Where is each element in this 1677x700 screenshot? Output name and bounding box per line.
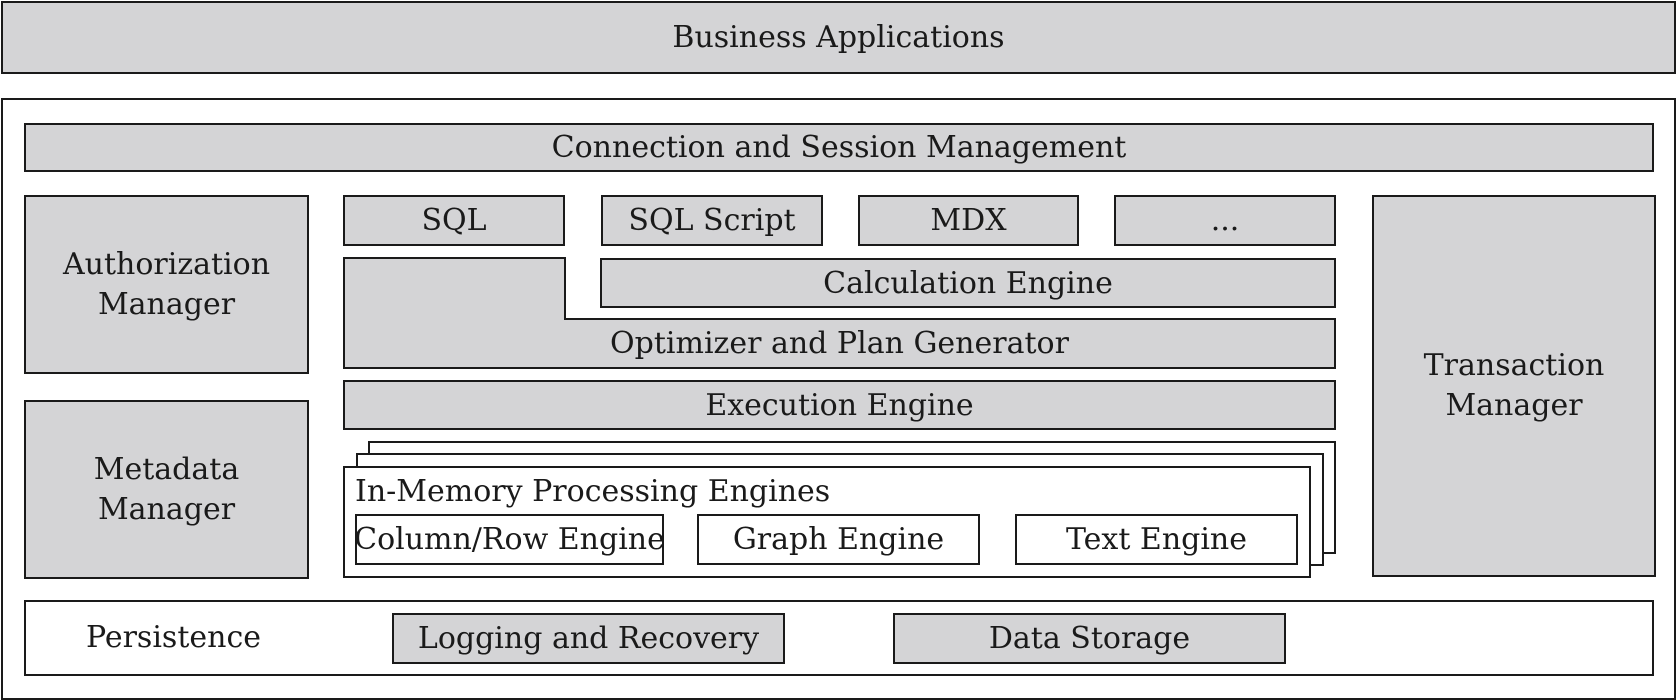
persistence-label: Persistence [86, 620, 262, 655]
authorization-manager-line1: Authorization [62, 246, 271, 282]
metadata-manager-line2: Manager [97, 491, 236, 527]
column-row-engine-label: Column/Row Engine [354, 522, 665, 557]
persistence-box: Persistence [24, 600, 1654, 676]
language-more-label: ... [1210, 203, 1240, 238]
language-sql-box: SQL [343, 195, 565, 246]
language-sqlscript-label: SQL Script [628, 203, 796, 238]
language-mdx-label: MDX [930, 203, 1007, 238]
logging-recovery-box: Logging and Recovery [392, 613, 785, 664]
transaction-manager-box: Transaction Manager [1372, 195, 1656, 577]
language-sql-label: SQL [421, 203, 487, 238]
connection-session-label: Connection and Session Management [551, 130, 1127, 165]
optimizer-label-wrap: Optimizer and Plan Generator [344, 319, 1335, 368]
authorization-manager-box: Authorization Manager [24, 195, 309, 374]
text-engine-box: Text Engine [1015, 514, 1298, 565]
execution-engine-box: Execution Engine [343, 380, 1336, 430]
logging-recovery-label: Logging and Recovery [417, 621, 760, 656]
optimizer-label: Optimizer and Plan Generator [610, 325, 1069, 361]
in-memory-title: In-Memory Processing Engines [355, 474, 831, 509]
execution-engine-label: Execution Engine [705, 387, 974, 423]
transaction-manager-line1: Transaction [1423, 348, 1605, 383]
data-storage-box: Data Storage [893, 613, 1286, 664]
transaction-manager-line2: Manager [1445, 388, 1583, 423]
text-engine-label: Text Engine [1065, 522, 1248, 557]
metadata-manager-label: Metadata Manager [94, 450, 239, 530]
calculation-engine-label: Calculation Engine [823, 265, 1113, 301]
authorization-manager-line2: Manager [97, 286, 236, 322]
business-applications-label: Business Applications [672, 20, 1005, 55]
transaction-manager-label: Transaction Manager [1424, 346, 1605, 426]
data-storage-label: Data Storage [988, 621, 1191, 656]
business-applications-box: Business Applications [1, 1, 1676, 74]
authorization-manager-label: Authorization Manager [63, 245, 270, 325]
column-row-engine-box: Column/Row Engine [354, 514, 665, 565]
language-mdx-box: MDX [858, 195, 1079, 246]
language-sqlscript-box: SQL Script [601, 195, 823, 246]
connection-session-box: Connection and Session Management [24, 123, 1654, 172]
metadata-manager-line1: Metadata [93, 451, 240, 487]
graph-engine-label: Graph Engine [732, 522, 945, 557]
language-more-box: ... [1114, 195, 1336, 246]
metadata-manager-box: Metadata Manager [24, 400, 309, 579]
calculation-engine-box: Calculation Engine [600, 258, 1336, 308]
graph-engine-box: Graph Engine [697, 514, 980, 565]
